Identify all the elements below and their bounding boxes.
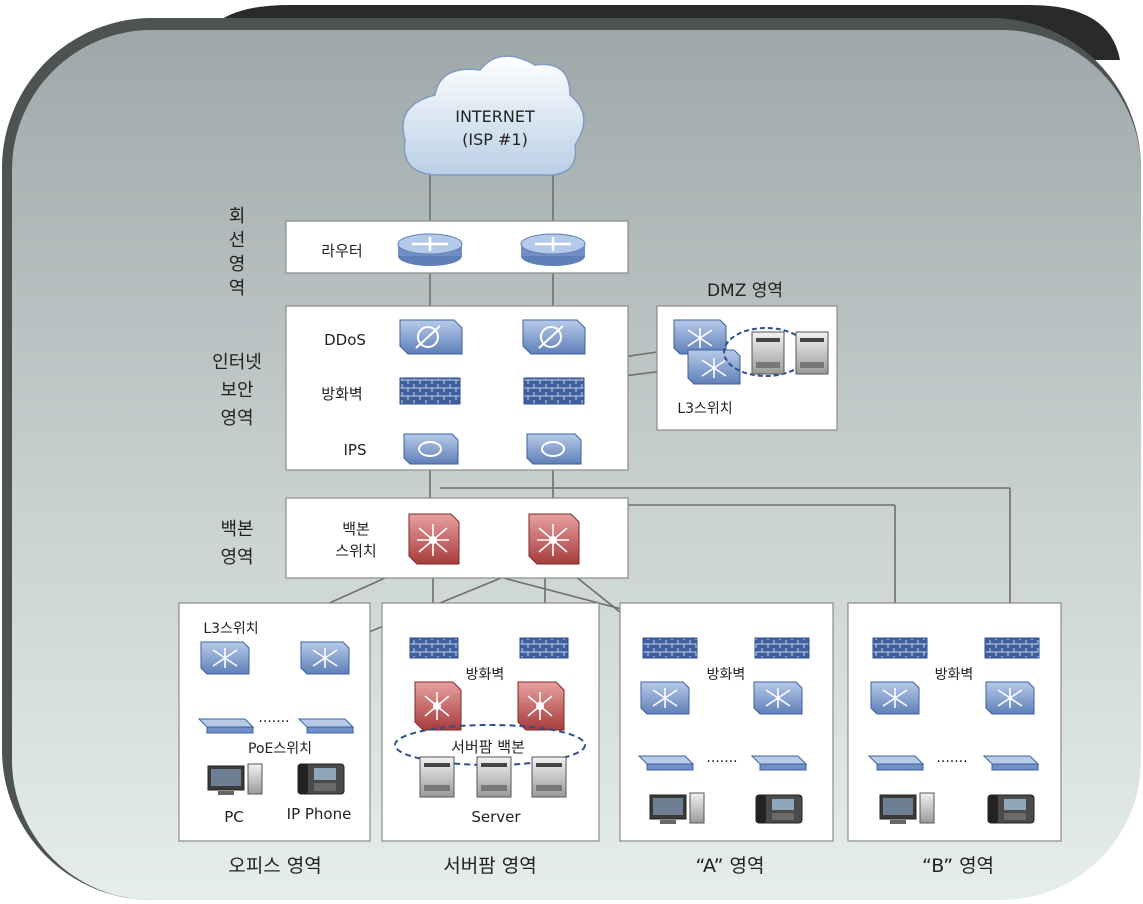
security-zone-label-line: 영역 xyxy=(220,408,253,429)
area-b-access-switch-icon xyxy=(982,755,1040,771)
poe-switch-icon xyxy=(297,718,355,734)
firewall-label: 방화벽 xyxy=(321,385,362,403)
ddos-device-icon xyxy=(399,319,463,355)
backbone-switch-icon xyxy=(408,513,460,565)
router-icon xyxy=(520,233,586,266)
circuit-zone-label-line: 영 xyxy=(229,254,246,275)
server-icon xyxy=(419,756,455,798)
dmz-server-icon xyxy=(751,331,785,375)
area-a-phone-icon xyxy=(755,794,803,824)
circuit-zone-label-line: 역 xyxy=(229,278,246,299)
area-a-l3-switch-icon xyxy=(640,681,690,715)
area-a-firewall-label: 방화벽 xyxy=(707,667,746,683)
ips-label: IPS xyxy=(344,441,367,459)
area-a-dots: ....... xyxy=(706,750,737,766)
pc-label: PC xyxy=(224,808,244,826)
server-area-caption: 서버팜 영역 xyxy=(443,855,536,877)
area-b-phone-icon xyxy=(987,794,1035,824)
area-b-l3-switch-icon xyxy=(870,681,920,715)
area-a-access-switch-icon xyxy=(750,755,808,771)
firewall-icon xyxy=(523,377,585,405)
dmz-server-icon xyxy=(795,331,829,375)
security-zone-label-line: 인터넷 xyxy=(212,352,262,373)
ip-phone-icon xyxy=(297,763,345,795)
server-firewall-icon xyxy=(519,637,569,659)
office-l3-switch-icon xyxy=(300,641,350,675)
area-a-caption: “A” 영역 xyxy=(696,855,765,877)
server-icon xyxy=(476,756,512,798)
firewall-icon xyxy=(399,377,461,405)
poe-switch-label: PoE스위치 xyxy=(248,741,312,757)
dmz-l3-switch-icon xyxy=(673,319,727,355)
area-b-pc-icon xyxy=(879,792,935,824)
backbone-switch-icon xyxy=(528,513,580,565)
ddos-label: DDoS xyxy=(324,331,366,349)
server-firewall-icon xyxy=(409,637,459,659)
server-backbone-switch-icon xyxy=(414,681,462,731)
server-label: Server xyxy=(471,808,521,826)
area-b-firewall-icon xyxy=(984,637,1040,659)
area-a-firewall-icon xyxy=(642,637,698,659)
area-a-l3-switch-icon xyxy=(753,681,803,715)
backbone-switch-label-line: 스위치 xyxy=(335,542,376,560)
security-zone-label-line: 보안 xyxy=(220,380,253,401)
server-firewall-label: 방화벽 xyxy=(466,667,505,683)
backbone-zone-label-line: 영역 xyxy=(220,547,253,568)
internet-cloud: INTERNET (ISP #1) xyxy=(402,55,585,176)
area-a-firewall-icon xyxy=(754,637,810,659)
dmz-l3-switch-icon xyxy=(687,349,741,385)
backbone-zone-label-line: 백본 xyxy=(220,519,253,540)
area-b-dots: ....... xyxy=(936,750,967,766)
area-b-firewall-icon xyxy=(872,637,928,659)
office-dots: ....... xyxy=(258,710,289,726)
dmz-l3-label: L3스위치 xyxy=(677,401,732,417)
area-b-firewall-label: 방화벽 xyxy=(935,667,974,683)
ips-device-icon xyxy=(526,433,582,465)
office-area-caption: 오피스 영역 xyxy=(228,855,321,877)
router-icon xyxy=(397,233,463,266)
server-icon xyxy=(531,756,567,798)
area-a-access-switch-icon xyxy=(637,755,695,771)
office-l3-label: L3스위치 xyxy=(203,621,258,637)
circuit-zone-label-line: 회 xyxy=(229,206,246,227)
server-backbone-label: 서버팜 백본 xyxy=(451,738,525,756)
poe-switch-icon xyxy=(197,718,255,734)
pc-icon xyxy=(207,763,263,795)
backbone-switch-label-line: 백본 xyxy=(342,520,370,538)
isp-label: (ISP #1) xyxy=(462,130,528,149)
router-label: 라우터 xyxy=(321,242,362,260)
area-b-caption: “B” 영역 xyxy=(922,855,994,877)
dmz-title: DMZ 영역 xyxy=(707,281,783,301)
area-b-access-switch-icon xyxy=(867,755,925,771)
office-l3-switch-icon xyxy=(200,641,250,675)
ip-phone-label: IP Phone xyxy=(287,805,352,823)
server-backbone-switch-icon xyxy=(517,681,565,731)
area-b-l3-switch-icon xyxy=(985,681,1035,715)
internet-label: INTERNET xyxy=(455,107,535,126)
ddos-device-icon xyxy=(522,319,586,355)
area-a-pc-icon xyxy=(649,792,705,824)
ips-device-icon xyxy=(403,433,459,465)
circuit-zone-label-line: 선 xyxy=(229,230,246,251)
